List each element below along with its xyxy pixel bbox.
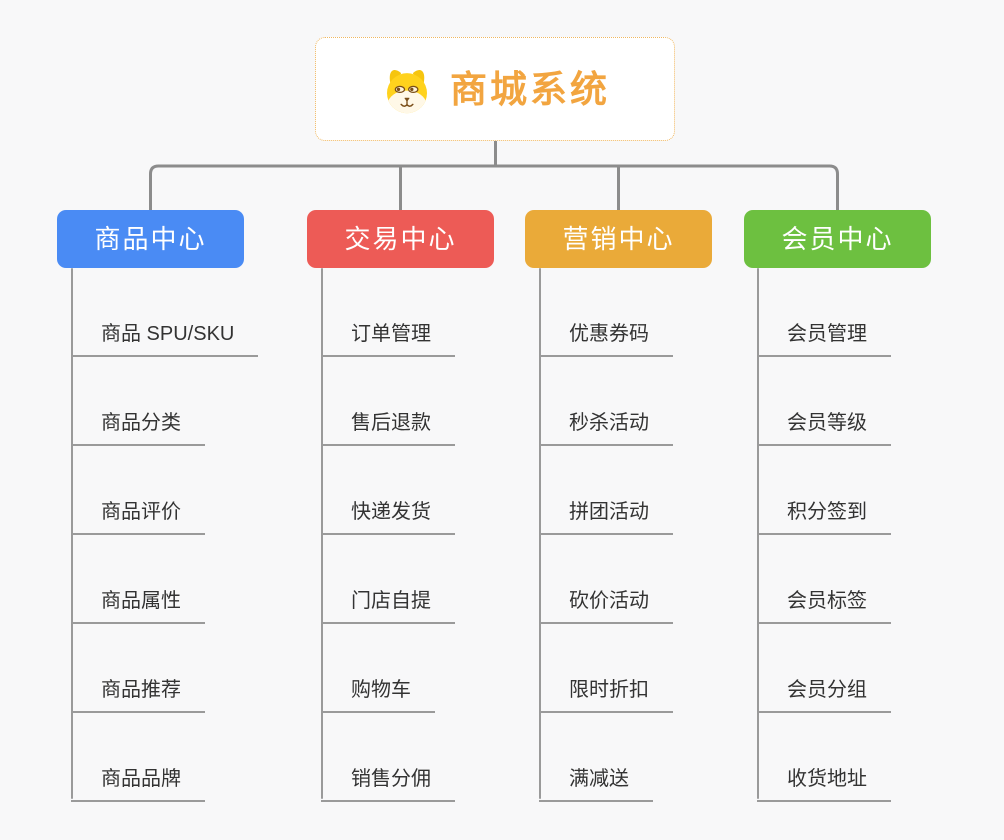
branch-label: 交易中心 <box>344 224 457 254</box>
leaf-node[interactable]: 会员标签 <box>757 535 891 624</box>
leaf-node[interactable]: 快递发货 <box>321 446 455 535</box>
leaf-node[interactable]: 门店自提 <box>321 535 455 624</box>
branch-children-product-center: 商品 SPU/SKU 商品分类 商品评价 商品属性 商品推荐 商品品牌 <box>71 268 259 802</box>
leaf-node[interactable]: 商品品牌 <box>71 713 205 802</box>
leaf-node[interactable]: 商品 SPU/SKU <box>71 268 259 357</box>
leaf-node[interactable]: 积分签到 <box>757 446 891 535</box>
leaf-node[interactable]: 会员分组 <box>757 624 891 713</box>
branch-children-member-center: 会员管理 会员等级 积分签到 会员标签 会员分组 收货地址 <box>757 268 891 802</box>
leaf-node[interactable]: 售后退款 <box>321 357 455 446</box>
leaf-node[interactable]: 满减送 <box>539 713 653 802</box>
leaf-node[interactable]: 收货地址 <box>757 713 891 802</box>
dog-face-icon <box>387 70 427 114</box>
leaf-node[interactable]: 商品评价 <box>71 446 205 535</box>
branch-label: 营销中心 <box>562 224 675 254</box>
branch-node-member-center[interactable]: 会员中心 <box>744 210 931 268</box>
branch-node-product-center[interactable]: 商品中心 <box>57 210 244 268</box>
branch-children-trade-center: 订单管理 售后退款 快递发货 门店自提 购物车 销售分佣 <box>321 268 455 802</box>
leaf-node[interactable]: 会员等级 <box>757 357 891 446</box>
root-title: 商城系统 <box>450 68 610 110</box>
branch-children-marketing-center: 优惠券码 秒杀活动 拼团活动 砍价活动 限时折扣 满减送 <box>539 268 673 802</box>
leaf-node[interactable]: 会员管理 <box>757 268 891 357</box>
leaf-node[interactable]: 商品属性 <box>71 535 205 624</box>
branch-label: 会员中心 <box>781 224 894 254</box>
leaf-node[interactable]: 拼团活动 <box>539 446 673 535</box>
leaf-node[interactable]: 砍价活动 <box>539 535 673 624</box>
branch-node-trade-center[interactable]: 交易中心 <box>307 210 494 268</box>
leaf-node[interactable]: 购物车 <box>321 624 435 713</box>
leaf-node[interactable]: 销售分佣 <box>321 713 455 802</box>
branch-label: 商品中心 <box>94 224 207 254</box>
leaf-node[interactable]: 商品推荐 <box>71 624 205 713</box>
leaf-node[interactable]: 优惠券码 <box>539 268 673 357</box>
leaf-node[interactable]: 秒杀活动 <box>539 357 673 446</box>
root-node-mall-system[interactable]: 商城系统 <box>315 37 675 141</box>
leaf-node[interactable]: 限时折扣 <box>539 624 673 713</box>
leaf-node[interactable]: 商品分类 <box>71 357 205 446</box>
branch-node-marketing-center[interactable]: 营销中心 <box>525 210 712 268</box>
leaf-node[interactable]: 订单管理 <box>321 268 455 357</box>
